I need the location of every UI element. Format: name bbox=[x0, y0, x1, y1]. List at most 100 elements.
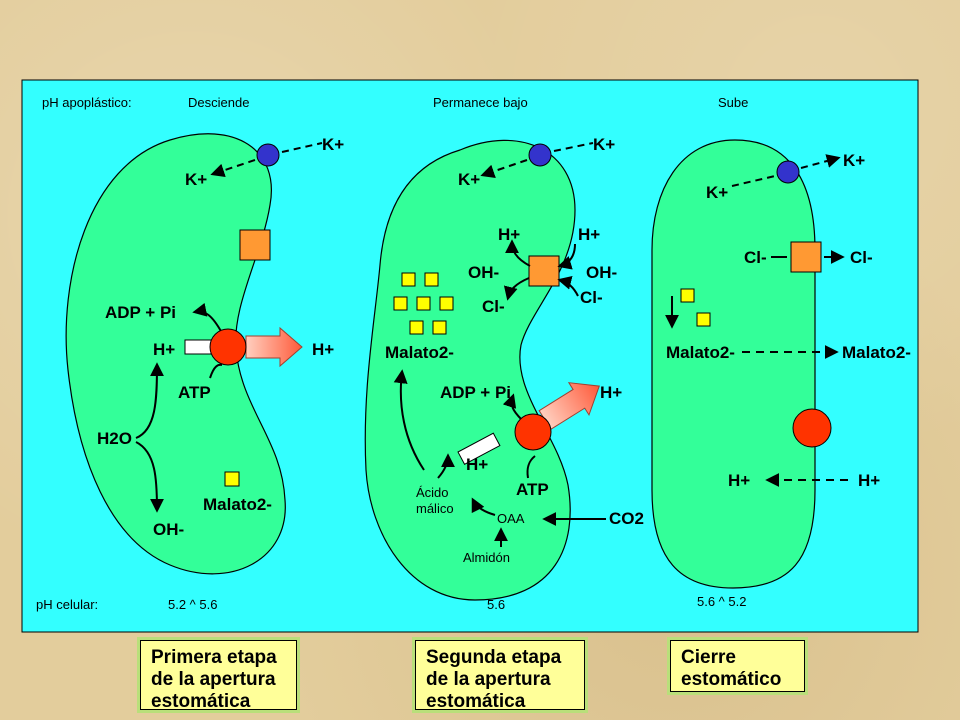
adp-arrow-1 bbox=[192, 302, 223, 334]
guard-cell-3 bbox=[651, 139, 816, 589]
k-in-label-2: K+ bbox=[458, 170, 480, 189]
caption-stage3-line1: Cierre bbox=[681, 647, 736, 668]
k-influx-dash-1a bbox=[281, 142, 323, 153]
k-out-label-3: K+ bbox=[843, 151, 865, 170]
h2o-label-1: H2O bbox=[97, 429, 132, 448]
h2o-to-h-arrow-1 bbox=[135, 362, 164, 439]
h-efflux-arrow-1 bbox=[245, 326, 303, 368]
h-out-label-3: H+ bbox=[858, 471, 880, 490]
guard-cell-2 bbox=[364, 139, 576, 601]
malate-square-2d bbox=[416, 296, 431, 311]
caption-stage2-line3: estomática bbox=[426, 691, 526, 712]
cl-left-label-2: Cl- bbox=[482, 297, 505, 316]
stage3-apoplastic-ph: Sube bbox=[718, 95, 748, 110]
k-channel-2 bbox=[528, 143, 552, 167]
h-left-label-2: H+ bbox=[498, 225, 520, 244]
k-channel-3 bbox=[776, 160, 800, 184]
k-influx-dash-2a bbox=[553, 142, 594, 152]
h-exchange-arrow-left-2 bbox=[505, 239, 531, 267]
malate-square-3a bbox=[680, 288, 695, 303]
h-in-label-1: H+ bbox=[153, 340, 175, 359]
h-efflux-arrow-2 bbox=[538, 382, 600, 431]
caption-stage2: Segunda etapa de la apertura estomática bbox=[412, 637, 588, 713]
k-efflux-arrow-3 bbox=[800, 154, 841, 169]
atp-arrow-2 bbox=[526, 455, 536, 479]
adp-pi-label-2: ADP + Pi bbox=[440, 383, 511, 402]
pump-stem-1 bbox=[184, 339, 212, 355]
ph-cellular-label: pH celular: bbox=[36, 597, 98, 612]
malic-to-h-arrow-2 bbox=[437, 453, 455, 479]
malate-square-3b bbox=[696, 312, 711, 327]
oh-right-label-2: OH- bbox=[586, 263, 617, 282]
guard-cell-1 bbox=[65, 133, 286, 575]
malic-to-malate-arrow-2 bbox=[393, 369, 425, 471]
malate-square-1 bbox=[224, 471, 240, 487]
malato-out-label-3: Malato2- bbox=[842, 343, 911, 362]
caption-stage3: Cierre estomático bbox=[667, 637, 808, 695]
cl-exchange-arrow-right-2 bbox=[557, 275, 579, 297]
cl-exchange-arrow-left-2 bbox=[503, 277, 530, 301]
adp-pi-label-1: ADP + Pi bbox=[105, 303, 176, 322]
malato-label-2: Malato2- bbox=[385, 343, 454, 362]
malico-label-2: málico bbox=[416, 501, 454, 516]
malate-square-2g bbox=[432, 320, 447, 335]
co2-label-2: CO2 bbox=[609, 509, 644, 528]
h-out-label-2: H+ bbox=[600, 383, 622, 402]
h-out-label-1: H+ bbox=[312, 340, 334, 359]
almidon-label-2: Almidón bbox=[463, 550, 510, 565]
transporter-3 bbox=[790, 241, 822, 273]
cl-in-label-3: Cl- bbox=[744, 248, 767, 267]
ph-apoplastic-label: pH apoplástico: bbox=[42, 95, 132, 110]
adp-arrow-2 bbox=[502, 393, 523, 421]
k-efflux-dash-3a bbox=[731, 175, 776, 187]
h-in-label-3: H+ bbox=[728, 471, 750, 490]
malato-in-label-3: Malato2- bbox=[666, 343, 735, 362]
malato-label-1: Malato2- bbox=[203, 495, 272, 514]
k-in-label-3: K+ bbox=[706, 183, 728, 202]
malate-square-2a bbox=[401, 272, 416, 287]
k-in-label-1: K+ bbox=[185, 170, 207, 189]
caption-stage3-line2: estomático bbox=[681, 669, 782, 690]
k-influx-arrow-2 bbox=[480, 159, 528, 179]
caption-stage1-line3: estomática bbox=[151, 691, 251, 712]
h-right-label-2: H+ bbox=[578, 225, 600, 244]
k-channel-1 bbox=[256, 143, 280, 167]
cl-right-label-2: Cl- bbox=[580, 288, 603, 307]
malate-square-2f bbox=[409, 320, 424, 335]
stage2-apoplastic-ph: Permanece bajo bbox=[433, 95, 528, 110]
caption-stage2-line2: de la apertura bbox=[426, 669, 551, 690]
atp-label-2: ATP bbox=[516, 480, 549, 499]
stage1-cellular-ph: 5.2 ^ 5.6 bbox=[168, 597, 217, 612]
malate-square-2b bbox=[424, 272, 439, 287]
caption-stage1-line1: Primera etapa bbox=[151, 647, 277, 668]
transporter-2 bbox=[528, 255, 560, 287]
caption-stage1-line2: de la apertura bbox=[151, 669, 276, 690]
h-pump-1 bbox=[209, 328, 247, 366]
atp-label-1: ATP bbox=[178, 383, 211, 402]
transporter-1 bbox=[239, 229, 271, 261]
oaa-to-malic-arrow-2 bbox=[471, 497, 496, 516]
oaa-label-2: OAA bbox=[497, 511, 525, 526]
acido-label-2: Ácido bbox=[416, 485, 449, 500]
oh-left-label-2: OH- bbox=[468, 263, 499, 282]
malate-square-2e bbox=[439, 296, 454, 311]
caption-stage1: Primera etapa de la apertura estomática bbox=[137, 637, 300, 713]
k-out-label-1: K+ bbox=[322, 135, 344, 154]
stage2-cellular-ph: 5.6 bbox=[487, 597, 505, 612]
h-pump-2 bbox=[514, 413, 552, 451]
h2o-to-oh-arrow-1 bbox=[135, 441, 164, 513]
stage1-apoplastic-ph: Desciende bbox=[188, 95, 249, 110]
h-exchange-arrow-right-2 bbox=[557, 243, 576, 270]
stage3-cellular-ph: 5.6 ^ 5.2 bbox=[697, 594, 746, 609]
caption-stage2-line1: Segunda etapa bbox=[426, 647, 562, 668]
h-pump-3 bbox=[792, 408, 832, 448]
malate-square-2c bbox=[393, 296, 408, 311]
h-in-label-2: H+ bbox=[466, 455, 488, 474]
cl-out-label-3: Cl- bbox=[850, 248, 873, 267]
k-out-label-2: K+ bbox=[593, 135, 615, 154]
pump-stem-2 bbox=[457, 432, 501, 466]
k-influx-arrow-1 bbox=[210, 159, 256, 178]
oh-label-1: OH- bbox=[153, 520, 184, 539]
atp-arrow-1 bbox=[209, 363, 223, 379]
